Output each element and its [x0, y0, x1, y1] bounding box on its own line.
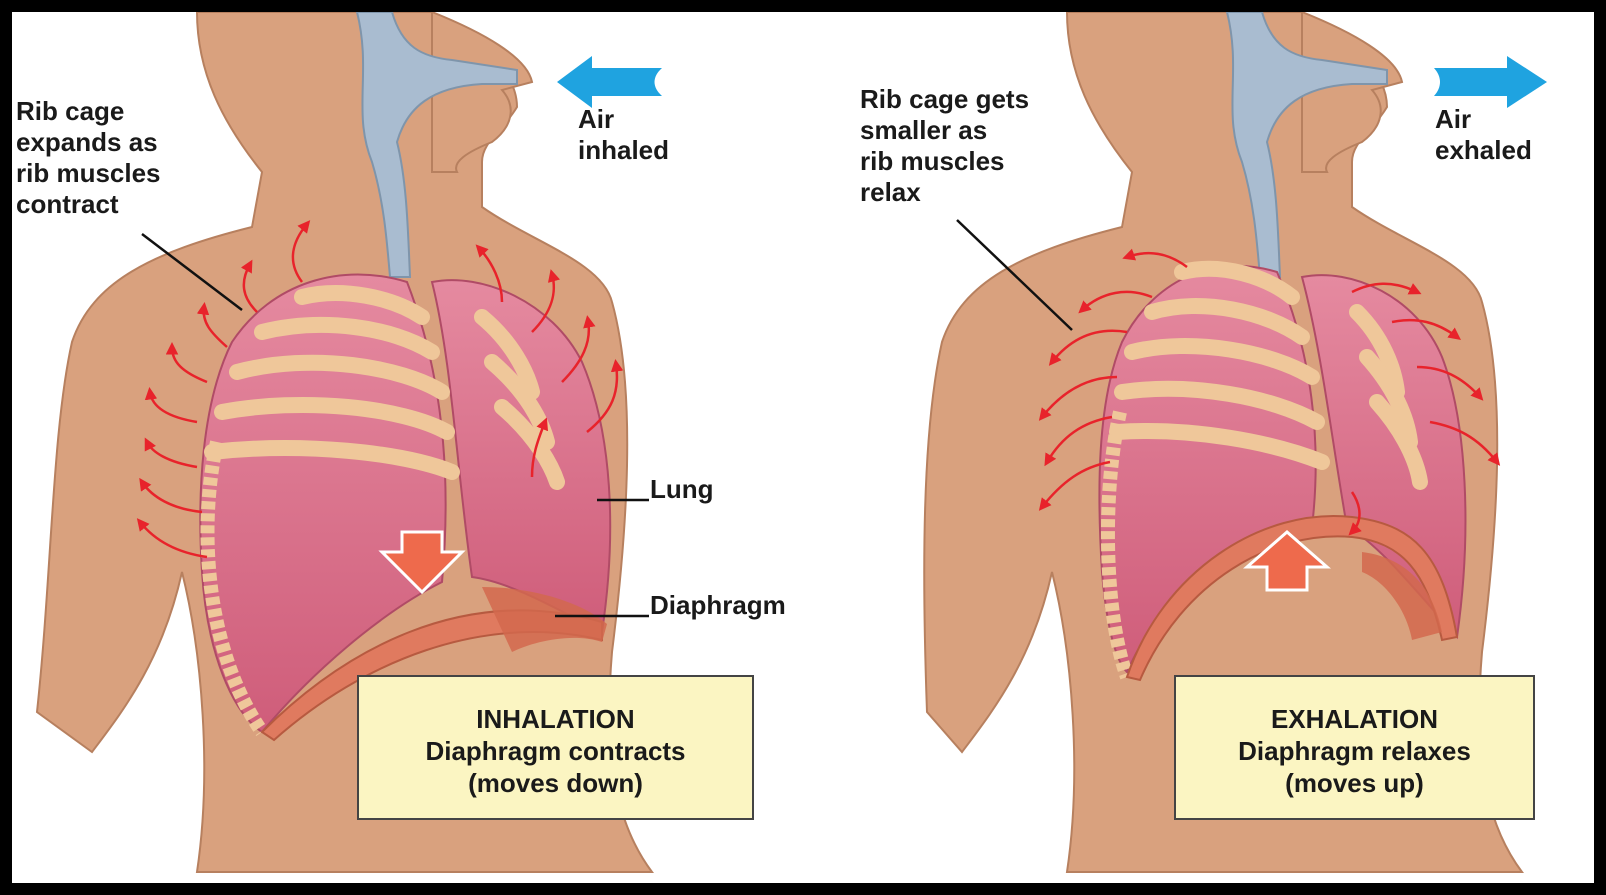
exhalation-line1: Diaphragm relaxes: [1238, 736, 1471, 766]
inhalation-title: INHALATION: [476, 704, 635, 734]
air-exhaled-arrow: [1434, 56, 1547, 108]
air-inhaled-label: Air inhaled: [578, 104, 670, 165]
airway: [1225, 12, 1388, 278]
breathing-illustration: [35, 12, 1547, 873]
pointer-lines: [956, 219, 1073, 331]
lung-label: Lung: [650, 474, 714, 504]
rib-expansion-arrows: [136, 220, 624, 559]
diaphragm-muscle: [1362, 552, 1442, 640]
cartilage-edge: [1100, 410, 1134, 680]
left-lung: [1098, 264, 1317, 674]
inhalation-line1: Diaphragm contracts: [425, 736, 686, 766]
exhalation-caption-box: EXHALATION Diaphragm relaxes (moves up): [1174, 675, 1535, 820]
diaphragm-label: Diaphragm: [650, 590, 786, 620]
jaw: [1301, 12, 1404, 173]
diaphragm-up-arrow: [1243, 530, 1331, 592]
left-lung: [199, 273, 447, 734]
airway: [355, 12, 518, 278]
jaw: [431, 12, 534, 173]
diaphragm: [1125, 515, 1459, 682]
exhalation-title: EXHALATION: [1270, 704, 1439, 734]
rib-cage: [204, 285, 565, 490]
inhalation-caption-box: INHALATION Diaphragm contracts (moves do…: [357, 675, 754, 820]
rib-cage: [1109, 260, 1428, 490]
inhalation-figure: [35, 12, 662, 873]
air-inhaled-arrow: [557, 56, 662, 108]
rib-smaller-label: Rib cage gets smaller as rib muscles rel…: [860, 84, 1030, 207]
cartilage-edge: [200, 440, 268, 736]
air-exhaled-label: Air exhaled: [1435, 104, 1532, 165]
exhalation-line2: (moves up): [1285, 768, 1424, 798]
rib-contraction-arrows: [1038, 248, 1501, 536]
rib-expands-label: Rib cage expands as rib muscles contract: [16, 96, 161, 219]
inhalation-line2: (moves down): [468, 768, 643, 798]
exhalation-figure: [923, 12, 1547, 873]
pointer-lines: [141, 233, 649, 618]
diaphragm-muscle: [482, 587, 607, 652]
diaphragm-down-arrow: [378, 530, 466, 595]
